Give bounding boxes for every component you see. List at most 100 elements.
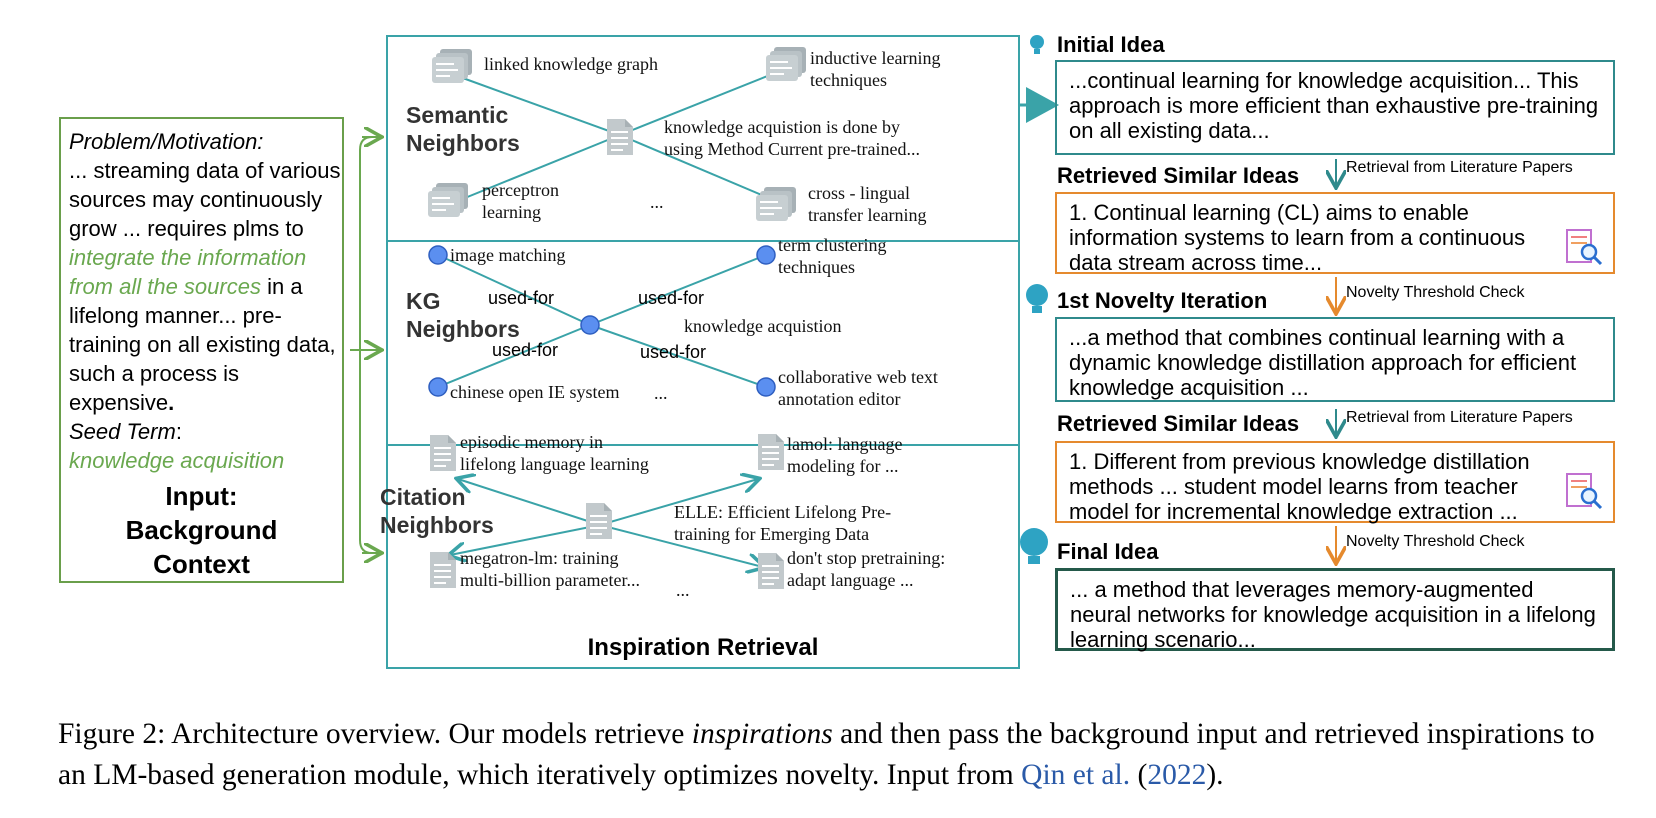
input-title-1: Input: <box>165 481 238 511</box>
retrieved-ideas-text-2: 1. Different from previous knowledge dis… <box>1069 449 1530 524</box>
retrieved-ideas-box-2: 1. Different from previous knowledge dis… <box>1055 441 1615 524</box>
input-text-2-end: . <box>168 390 175 415</box>
inspiration-retrieval-panel: Semantic Neighbors linked knowledge grap… <box>380 35 1020 669</box>
caption-prefix: Figure 2: Architecture overview. Our mod… <box>58 718 692 750</box>
semantic-tr-doc-icon <box>766 47 806 81</box>
citation-node-tr: lamol: language modeling for ... <box>787 433 902 477</box>
caption-middle: and then pass the background input and r… <box>58 718 1595 791</box>
novelty-check-note-2: Novelty Threshold Check <box>1346 533 1525 550</box>
semantic-bl-doc-icon <box>428 183 468 217</box>
initial-idea-box: ...continual learning for knowledge acqu… <box>1055 60 1615 155</box>
input-title-2: Background <box>125 515 278 545</box>
seed-term: knowledge acquisition <box>69 448 285 473</box>
citation-bl-doc-icon <box>430 552 456 588</box>
novelty-iteration-text: ...a method that combines continual lear… <box>1069 325 1577 400</box>
citation-tl-doc-icon <box>430 435 456 471</box>
kg-node-bl <box>428 377 448 397</box>
semantic-ellipsis: ... <box>650 192 664 212</box>
citation-node-bl-2: multi-billion parameter... <box>460 570 640 590</box>
kg-node-tr <box>756 245 776 265</box>
citation-node-center-1: ELLE: Efficient Lifelong Pre- <box>674 502 892 522</box>
lightbulb-icon <box>1020 528 1048 564</box>
semantic-node-center-2: using Method Current pre-trained... <box>664 139 920 159</box>
input-background-context-box: Problem/Motivation: ... streaming data o… <box>59 117 344 583</box>
citation-br-doc-icon <box>758 553 784 589</box>
kg-label-1: KG <box>406 288 441 314</box>
semantic-node-bl-1: perceptron <box>482 180 559 200</box>
semantic-center-doc-icon <box>607 119 633 155</box>
input-text-1: ... streaming data of various sources ma… <box>69 158 341 241</box>
problem-label: Problem/Motivation: <box>69 129 264 154</box>
kg-node-tr-1: term clustering <box>778 235 887 255</box>
panel-divider-1 <box>388 240 1018 242</box>
kg-edge-label-2: used-for <box>638 288 705 308</box>
inspiration-graph <box>428 47 806 589</box>
kg-node-bl-label: chinese open IE system <box>450 382 620 402</box>
caption-cite-name[interactable]: Qin et al. <box>1021 759 1131 791</box>
input-text: Problem/Motivation: ... streaming data o… <box>69 127 341 475</box>
citation-node-br-1: don't stop pretraining: <box>787 548 946 568</box>
citation-ellipsis: ... <box>676 580 690 600</box>
novelty-iteration-label: 1st Novelty Iteration <box>1057 288 1268 313</box>
semantic-tl-doc-icon <box>432 49 472 83</box>
semantic-label-1: Semantic <box>406 102 509 128</box>
citation-label-1: Citation <box>380 484 466 510</box>
kg-edge-label-4: used-for <box>640 342 707 362</box>
semantic-node-center: knowledge acquistion is done by using Me… <box>664 116 920 160</box>
kg-edge-label-1: used-for <box>488 288 555 308</box>
citation-node-bl-1: megatron-lm: training <box>460 548 619 568</box>
seed-colon: : <box>175 419 182 444</box>
kg-node-br-label: collaborative web text annotation editor <box>778 366 938 410</box>
figure-caption: Figure 2: Architecture overview. Our mod… <box>58 714 1618 796</box>
kg-node-center-label: knowledge acquistion <box>684 316 842 336</box>
semantic-node-tr-2: techniques <box>810 70 887 90</box>
kg-ellipsis: ... <box>654 383 668 403</box>
retrieved-similar-ideas-label-1: Retrieved Similar Ideas <box>1057 163 1300 188</box>
kg-node-br <box>756 377 776 397</box>
final-idea-label: Final Idea <box>1057 539 1159 564</box>
kg-node-br-2: annotation editor <box>778 389 901 409</box>
novelty-check-note-1: Novelty Threshold Check <box>1346 284 1525 301</box>
search-document-icon <box>1566 473 1603 510</box>
semantic-label-2: Neighbors <box>406 130 520 156</box>
lightbulb-icon <box>1030 35 1044 54</box>
semantic-node-bl: perceptron learning <box>482 179 559 223</box>
citation-neighbors-label: Citation Neighbors <box>380 483 494 539</box>
inspiration-retrieval-title: Inspiration Retrieval <box>587 634 819 661</box>
citation-tr-doc-icon <box>758 434 784 470</box>
caption-emph: inspirations <box>691 718 833 750</box>
kg-label-2: Neighbors <box>406 316 520 342</box>
citation-node-tl-2: lifelong language learning <box>460 454 649 474</box>
semantic-node-br-2: transfer learning <box>808 205 927 225</box>
search-document-icon <box>1566 229 1603 266</box>
semantic-br-doc-icon <box>756 187 796 221</box>
semantic-node-bl-2: learning <box>482 202 541 222</box>
initial-idea-label: Initial Idea <box>1057 32 1165 57</box>
kg-node-center <box>580 315 600 335</box>
caption-cite-close: ). <box>1206 759 1224 791</box>
semantic-node-br-1: cross - lingual <box>808 183 910 203</box>
semantic-node-tr-1: inductive learning <box>810 48 941 68</box>
retrieval-note-1: Retrieval from Literature Papers <box>1346 159 1573 176</box>
lightbulb-icon <box>1026 284 1048 313</box>
retrieved-similar-ideas-label-2: Retrieved Similar Ideas <box>1057 411 1300 436</box>
panel-divider-2 <box>388 444 1018 446</box>
citation-node-tl-1: episodic memory in <box>460 432 603 452</box>
citation-node-tr-1: lamol: language <box>787 434 903 454</box>
citation-node-bl: megatron-lm: training multi-billion para… <box>460 547 640 591</box>
citation-node-br-2: adapt language ... <box>787 570 914 590</box>
input-highlight: integrate the information from all the s… <box>69 245 307 299</box>
input-title-3: Context <box>153 549 250 579</box>
retrieved-ideas-text-1: 1. Continual learning (CL) aims to enabl… <box>1069 200 1526 275</box>
citation-node-center-2: training for Emerging Data <box>674 524 870 544</box>
input-title: Input: Background Context <box>61 479 342 581</box>
semantic-node-tl: linked knowledge graph <box>484 54 658 74</box>
final-idea-box: ... a method that leverages memory-augme… <box>1055 568 1615 652</box>
citation-node-tl: episodic memory in lifelong language lea… <box>460 431 649 475</box>
caption-cite-year[interactable]: 2022 <box>1147 759 1207 791</box>
citation-center-doc-icon <box>586 503 612 539</box>
input-text-2: in a lifelong manner... pre-training on … <box>69 274 336 415</box>
input-brace <box>350 137 380 553</box>
citation-label-2: Neighbors <box>380 512 494 538</box>
